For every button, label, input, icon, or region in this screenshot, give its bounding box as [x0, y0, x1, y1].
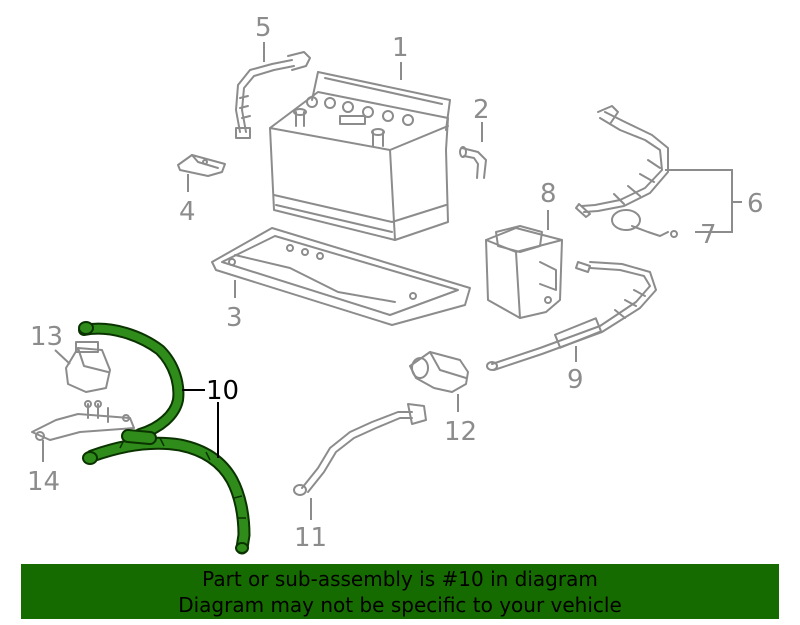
hold-down-bracket-part-4[interactable] — [177, 154, 226, 177]
junction-box-part-8[interactable] — [485, 225, 563, 319]
positive-cable-part-9[interactable] — [486, 261, 657, 371]
cable-harness-part-6[interactable] — [575, 105, 669, 218]
callout-3: 3 — [226, 303, 243, 333]
callout-12: 12 — [444, 417, 477, 447]
info-banner: Part or sub-assembly is #10 in diagram D… — [21, 564, 779, 619]
battery-cable-part-10[interactable] — [78, 321, 251, 555]
banner-line-2: Diagram may not be specific to your vehi… — [178, 593, 622, 617]
sensor-part-7[interactable] — [611, 209, 678, 238]
callout-5: 5 — [255, 13, 272, 43]
vent-elbow-part-2[interactable] — [459, 146, 487, 179]
callout-13: 13 — [30, 322, 63, 352]
callout-6: 6 — [747, 189, 764, 219]
callout-7: 7 — [700, 220, 717, 250]
callout-leaders — [42, 42, 742, 520]
callout-1: 1 — [392, 33, 409, 63]
callout-labels: 1 2 3 4 5 6 7 8 9 10 11 12 13 14 — [27, 13, 764, 553]
callout-9: 9 — [567, 365, 584, 395]
clamp-part-12[interactable] — [409, 351, 469, 393]
callout-10: 10 — [206, 376, 239, 406]
callout-2: 2 — [473, 95, 490, 125]
battery-tray-part-3[interactable] — [211, 227, 471, 326]
callout-4: 4 — [179, 197, 196, 227]
battery-part-1[interactable] — [269, 71, 451, 241]
connector-bracket-part-13[interactable] — [65, 341, 111, 393]
short-cable-part-5[interactable] — [235, 51, 311, 139]
callout-8: 8 — [540, 179, 557, 209]
callout-11: 11 — [294, 523, 327, 553]
mounting-plate-part-14[interactable] — [31, 400, 135, 441]
banner-line-1: Part or sub-assembly is #10 in diagram — [202, 567, 598, 591]
ground-cable-part-11[interactable] — [293, 403, 427, 496]
callout-14: 14 — [27, 467, 60, 497]
